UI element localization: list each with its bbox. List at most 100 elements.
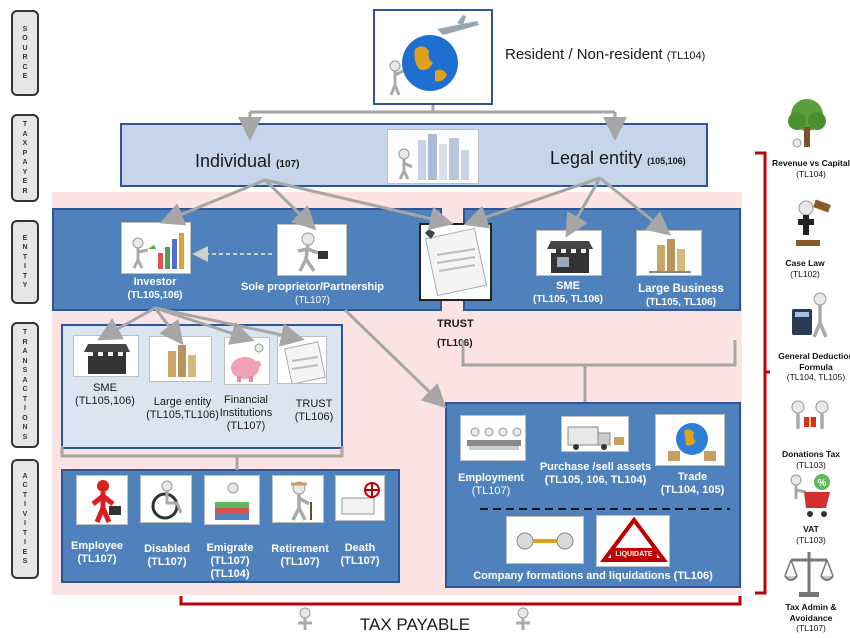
trust-text: TRUST — [437, 318, 474, 330]
inv-sme-code: (TL105,106) — [75, 395, 135, 407]
stage-letter: N — [22, 424, 28, 431]
investor-to-financial-arrow — [154, 306, 255, 345]
large-business-image — [636, 230, 702, 276]
large-business-label: Large Business (TL105, TL106) — [626, 283, 736, 309]
stage-letter: S — [22, 367, 28, 374]
scales-icon — [781, 546, 837, 600]
consideration-gdf-code: (TL104, TL105) — [786, 372, 846, 382]
stage-letter: S — [22, 433, 28, 441]
stage-letter: I — [24, 520, 26, 527]
consideration-revenue-code: (TL104) — [796, 168, 826, 179]
consideration-gdf-text: General Deduction Formula — [778, 351, 850, 372]
figure-right-icon — [508, 605, 538, 638]
stage-letter: U — [22, 44, 28, 52]
company-formations-label: Company formations and liquidations (TL1… — [473, 570, 713, 582]
stage-letter: E — [22, 73, 28, 80]
consideration-vat: VAT (TL103) — [766, 524, 850, 545]
tree-icon — [779, 97, 835, 153]
investor-to-trust-arrow — [154, 306, 305, 347]
svg-text:%: % — [818, 478, 827, 489]
employment-text: Employment — [457, 472, 524, 484]
individual-text: Individual — [195, 151, 272, 171]
considerations-bracket — [755, 151, 770, 595]
stage-letter: I — [24, 501, 26, 508]
stage-letter: E — [22, 548, 28, 556]
consideration-gdf: General Deduction Formula (TL104, TL105) — [771, 351, 850, 383]
stage-letter: N — [22, 244, 28, 251]
trust-label: TRUST (TL106) — [437, 318, 492, 350]
employment-image — [460, 415, 526, 461]
legal-to-business-connector — [461, 340, 737, 402]
sole-proprietor-text: Sole proprietor/Partnership — [240, 281, 385, 293]
inv-large-label: Large entity (TL105,TL106) — [140, 396, 225, 422]
investor-growth-image — [121, 222, 191, 274]
globe-travel-image — [373, 9, 493, 105]
activity-death-text: Death — [344, 542, 376, 554]
stage-letter: T — [22, 491, 28, 499]
stage-letter: A — [22, 130, 28, 138]
sole-to-business-arrow — [343, 308, 447, 409]
stage-letter: E — [22, 234, 28, 242]
source-label: Resident / Non-resident (TL104) — [505, 47, 765, 63]
stage-letter: S — [22, 25, 28, 33]
stage-letter: A — [22, 159, 28, 166]
inv-financial-image — [224, 337, 270, 385]
activity-emigrate-text: Emigrate — [206, 542, 254, 554]
liquidate-sign-image: LIQUIDATE — [596, 515, 670, 567]
investor-code: (TL105,106) — [127, 290, 183, 301]
legal-to-sme-arrow — [565, 177, 602, 238]
inv-financial-label: Financial Institutions (TL107) — [208, 394, 284, 433]
emigrate-image — [204, 475, 260, 525]
consideration-case-law: Case Law (TL102) — [760, 258, 850, 279]
stage-letter: O — [22, 414, 28, 422]
legal-entity-text: Legal entity — [550, 148, 643, 168]
stage-letter: O — [22, 35, 28, 42]
inv-sme-image — [73, 335, 139, 377]
investor-label: Investor (TL105,106) — [100, 276, 210, 302]
inv-financial-code: (TL107) — [226, 420, 266, 432]
stage-letter: I — [24, 405, 26, 412]
retirement-image — [272, 475, 324, 523]
consideration-case-law-code: (TL102) — [790, 268, 820, 279]
activity-emigrate-code: (TL107) (TL104) — [210, 555, 250, 580]
stage-letter: C — [22, 63, 28, 71]
consideration-tax-admin-text: Tax Admin & Avoidance — [785, 602, 837, 623]
stage-letter: V — [22, 510, 28, 518]
stage-letter: T — [22, 121, 28, 128]
entity-sme-text: SME — [556, 280, 580, 292]
stage-letter: T — [22, 329, 28, 336]
stage-letter: T — [22, 253, 28, 261]
purchase-assets-text: Purchase /sell assets — [539, 461, 652, 473]
stage-letter: A — [22, 472, 28, 480]
individual-to-trust-arrow — [264, 178, 454, 231]
stage-letter: N — [22, 357, 28, 365]
inv-trust-text: TRUST — [295, 398, 333, 410]
consideration-vat-code: (TL103) — [796, 534, 826, 545]
consideration-revenue: Revenue vs Capital (TL104) — [766, 158, 850, 179]
stage-letter: T — [22, 272, 28, 280]
stage-letter: X — [22, 140, 28, 147]
activity-retirement-code: (TL107) — [280, 556, 320, 568]
large-business-code: (TL105, TL106) — [645, 297, 717, 308]
stage-letter: A — [22, 376, 28, 384]
activity-employee-text: Employee — [71, 540, 123, 552]
sole-proprietor-image — [277, 224, 347, 276]
consideration-vat-text: VAT — [803, 524, 819, 534]
stage-letter: T — [22, 395, 28, 403]
activity-disabled-label: Disabled (TL107) — [136, 543, 198, 569]
individual-code: (107) — [276, 159, 300, 170]
activity-death-label: Death (TL107) — [330, 542, 390, 568]
stage-letter: E — [22, 178, 28, 185]
individual-label: Individual (107) — [195, 150, 335, 176]
investments-to-activities-connector — [60, 446, 344, 470]
legal-entity-label: Legal entity (105,106) — [550, 147, 710, 172]
trust-code: (TL106) — [437, 338, 473, 349]
company-formation-image — [506, 516, 584, 564]
death-image — [335, 475, 385, 521]
liquidate-sign-text: LIQUIDATE — [615, 551, 653, 558]
activity-employee-label: Employee (TL107) — [64, 540, 130, 566]
